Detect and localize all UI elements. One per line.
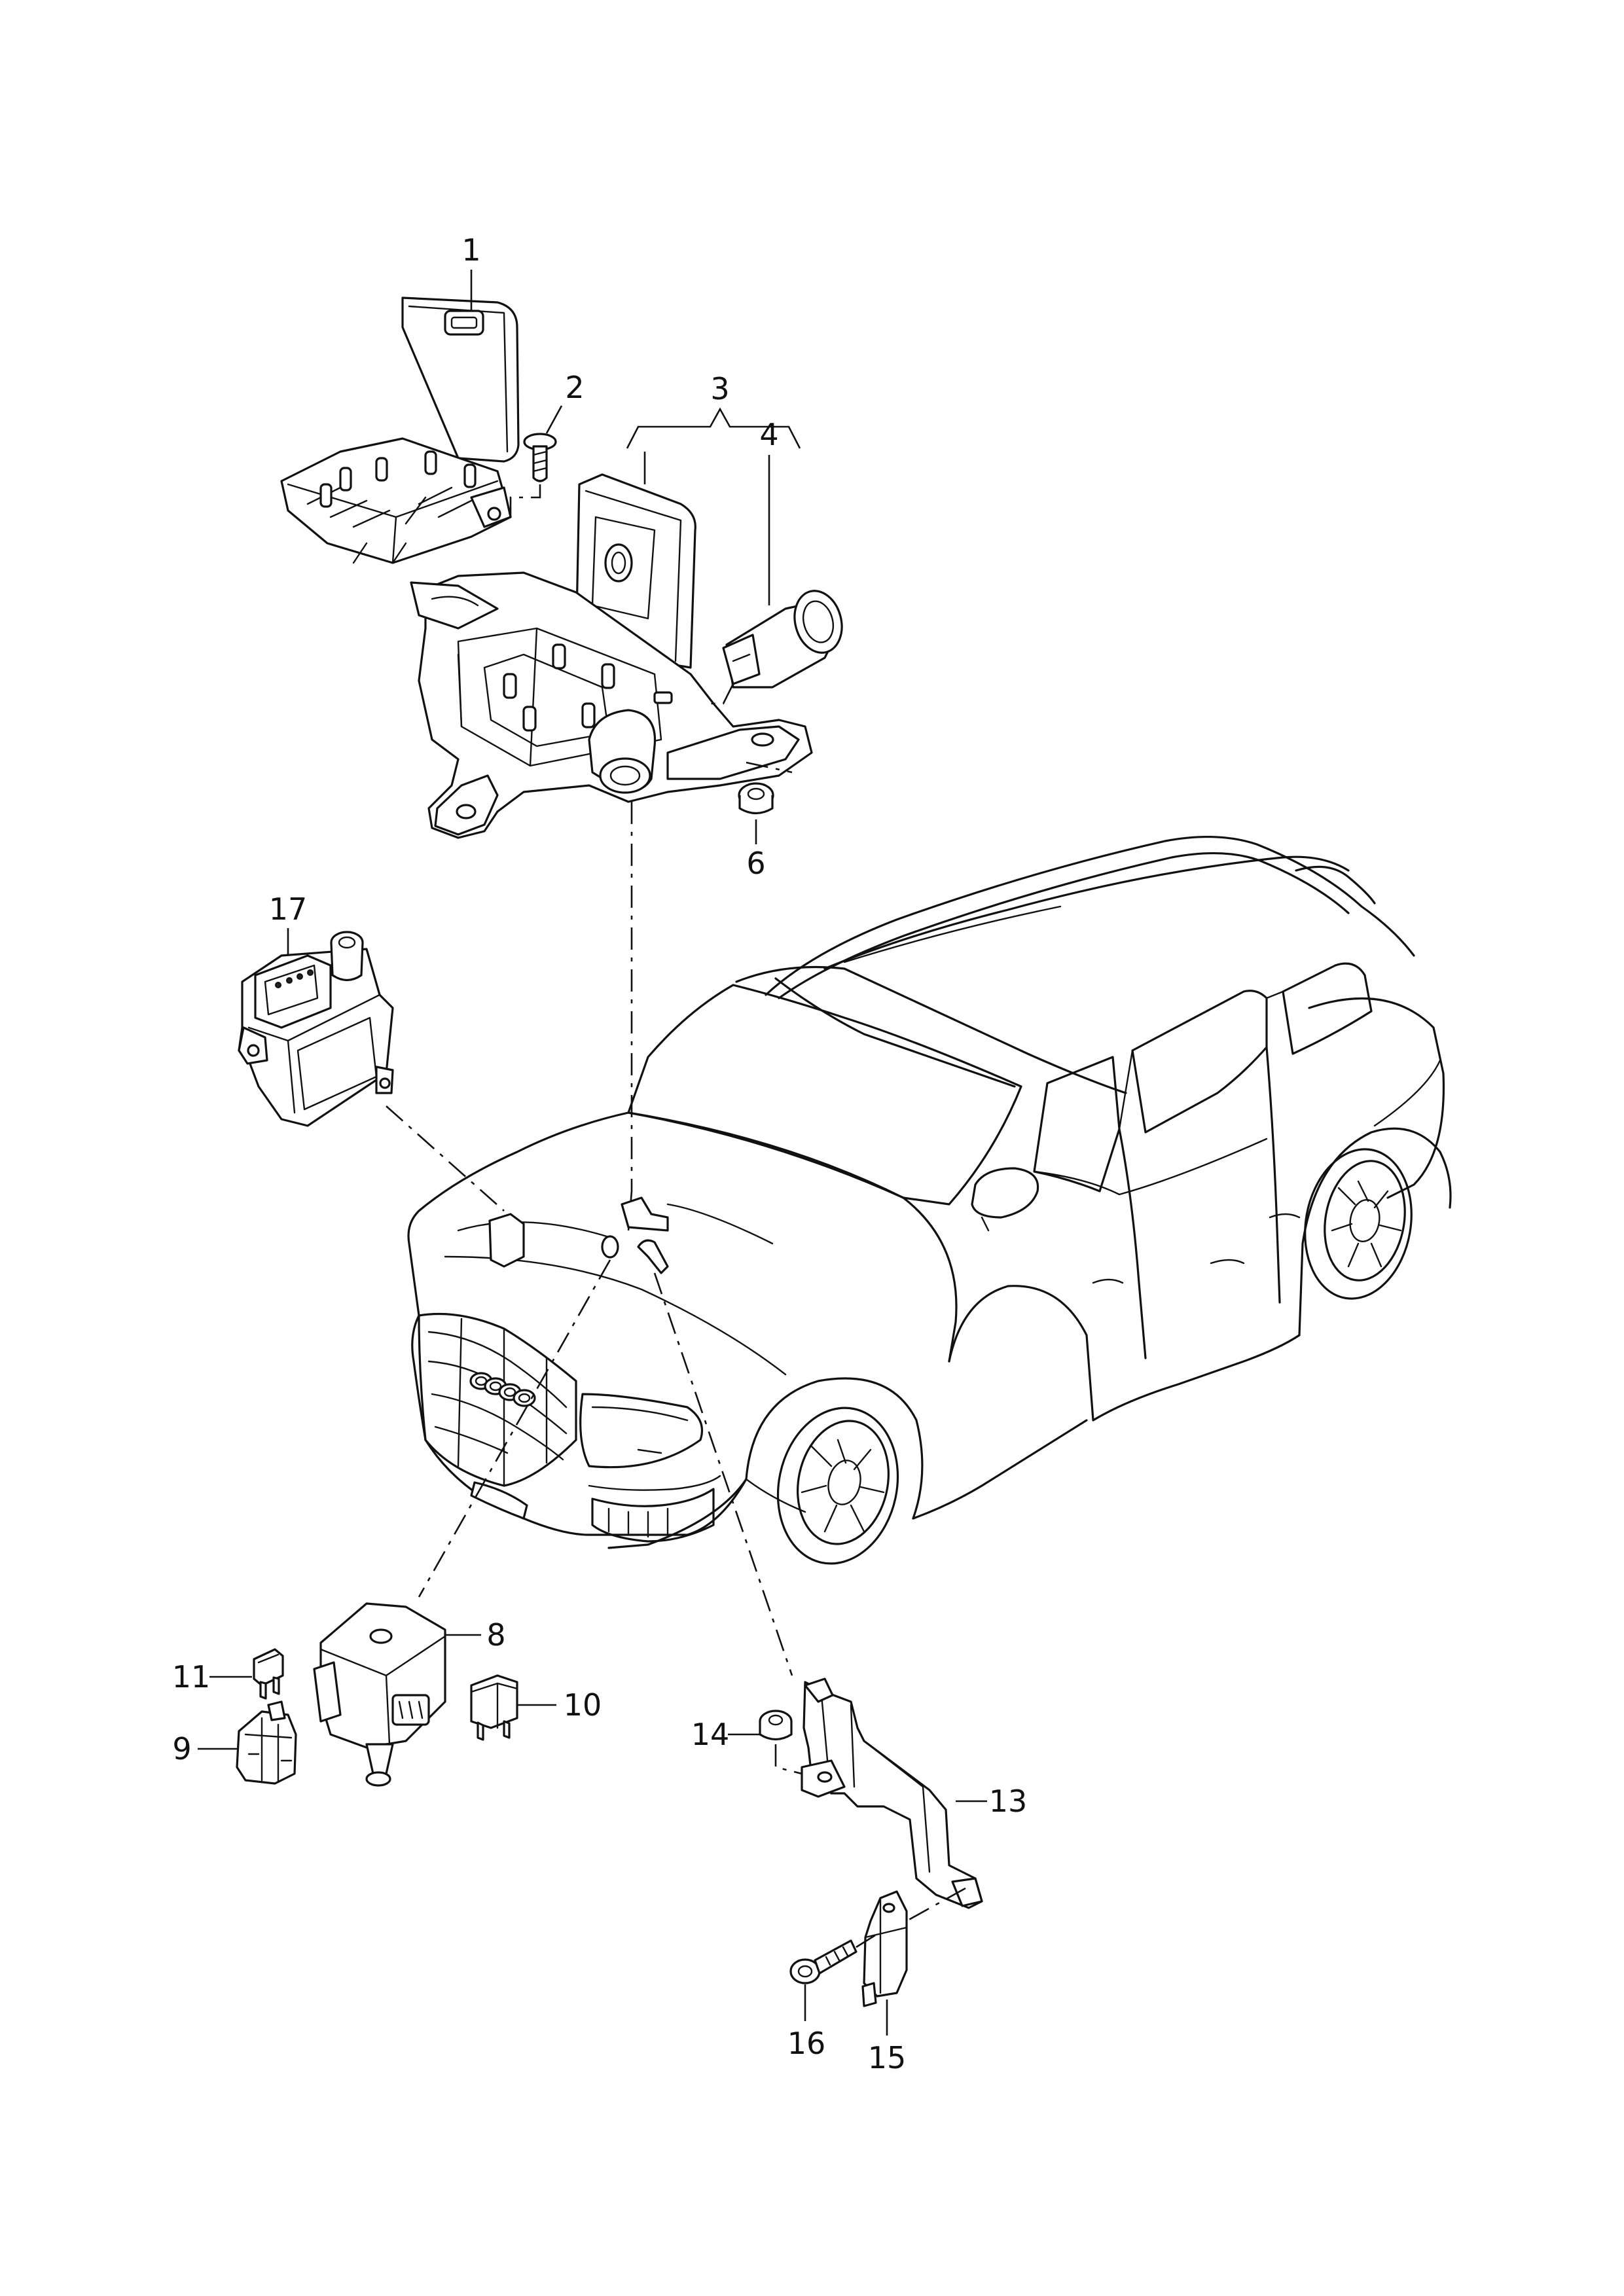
callout-16: 16 [787,2026,826,2061]
part-14-sensor: 15 [861,1887,966,2075]
callout-10: 10 [564,1687,602,1723]
part-11-fuse: 11 [172,1648,284,1700]
callout-14: 15 [868,2040,907,2075]
callout-2: 2 [565,370,584,405]
part-10-relay: 10 [470,1674,602,1741]
callout-9: 9 [172,1731,191,1767]
callout-1: 1 [461,232,480,268]
callout-6: 6 [746,846,765,881]
callout-17: 17 [269,891,308,927]
part-9-fuse-holder: 9 [172,1700,297,1785]
part-1-fuse-carrier-cover: 1 [280,232,520,564]
part-2-screw: 2 [509,370,585,517]
part-15-nut: 14 [691,1710,803,1775]
part-8-relay-carrier: 8 [313,1602,506,1787]
part-17-control-unit: 17 [238,891,505,1211]
part-16-bolt: 16 [787,1933,878,2061]
part-3-fuse-box-assembly: 3 [410,371,813,839]
part-6-nut: 6 [738,761,793,881]
callout-3: 3 [710,371,729,406]
callout-4: 4 [759,417,778,452]
callout-13: 13 [989,1784,1028,1819]
guide-line-bracket [653,1272,793,1676]
part-4-socket: 4 [710,417,843,705]
part-13-bracket: 13 [801,1677,1028,1909]
callout-11: 11 [172,1659,211,1695]
vehicle-outline [407,835,1452,1565]
callout-15: 14 [691,1717,730,1752]
guide-line-fuse-box [627,802,633,1231]
callout-8: 8 [486,1617,505,1653]
